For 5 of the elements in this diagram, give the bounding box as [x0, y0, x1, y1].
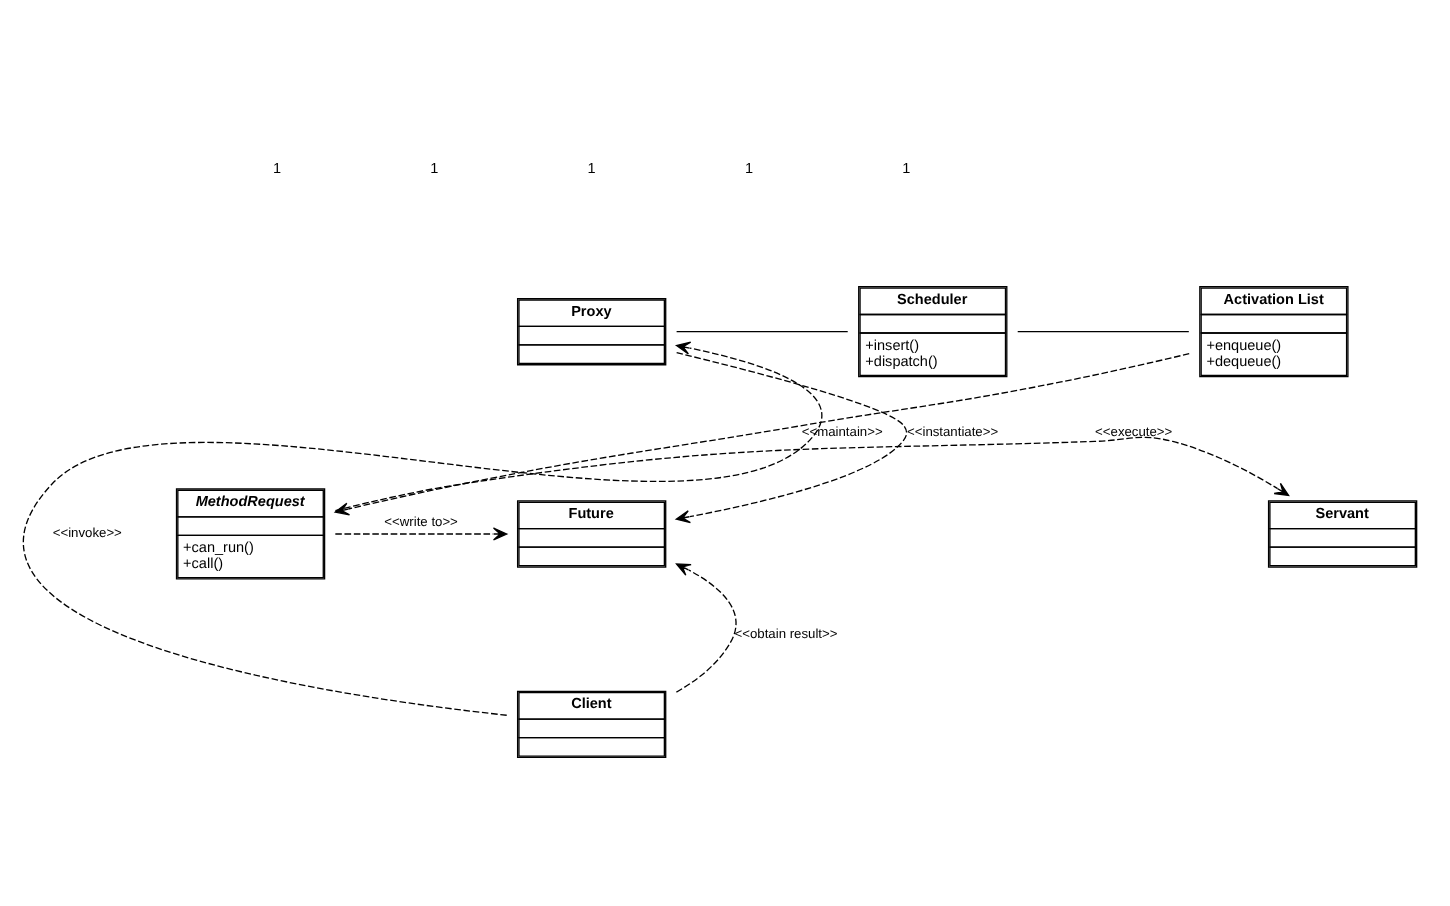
label: 1 [744, 157, 754, 176]
label: 1 [272, 157, 282, 176]
label: 1 [902, 157, 911, 176]
label: 1 [587, 157, 596, 176]
label: 1 [430, 157, 439, 176]
